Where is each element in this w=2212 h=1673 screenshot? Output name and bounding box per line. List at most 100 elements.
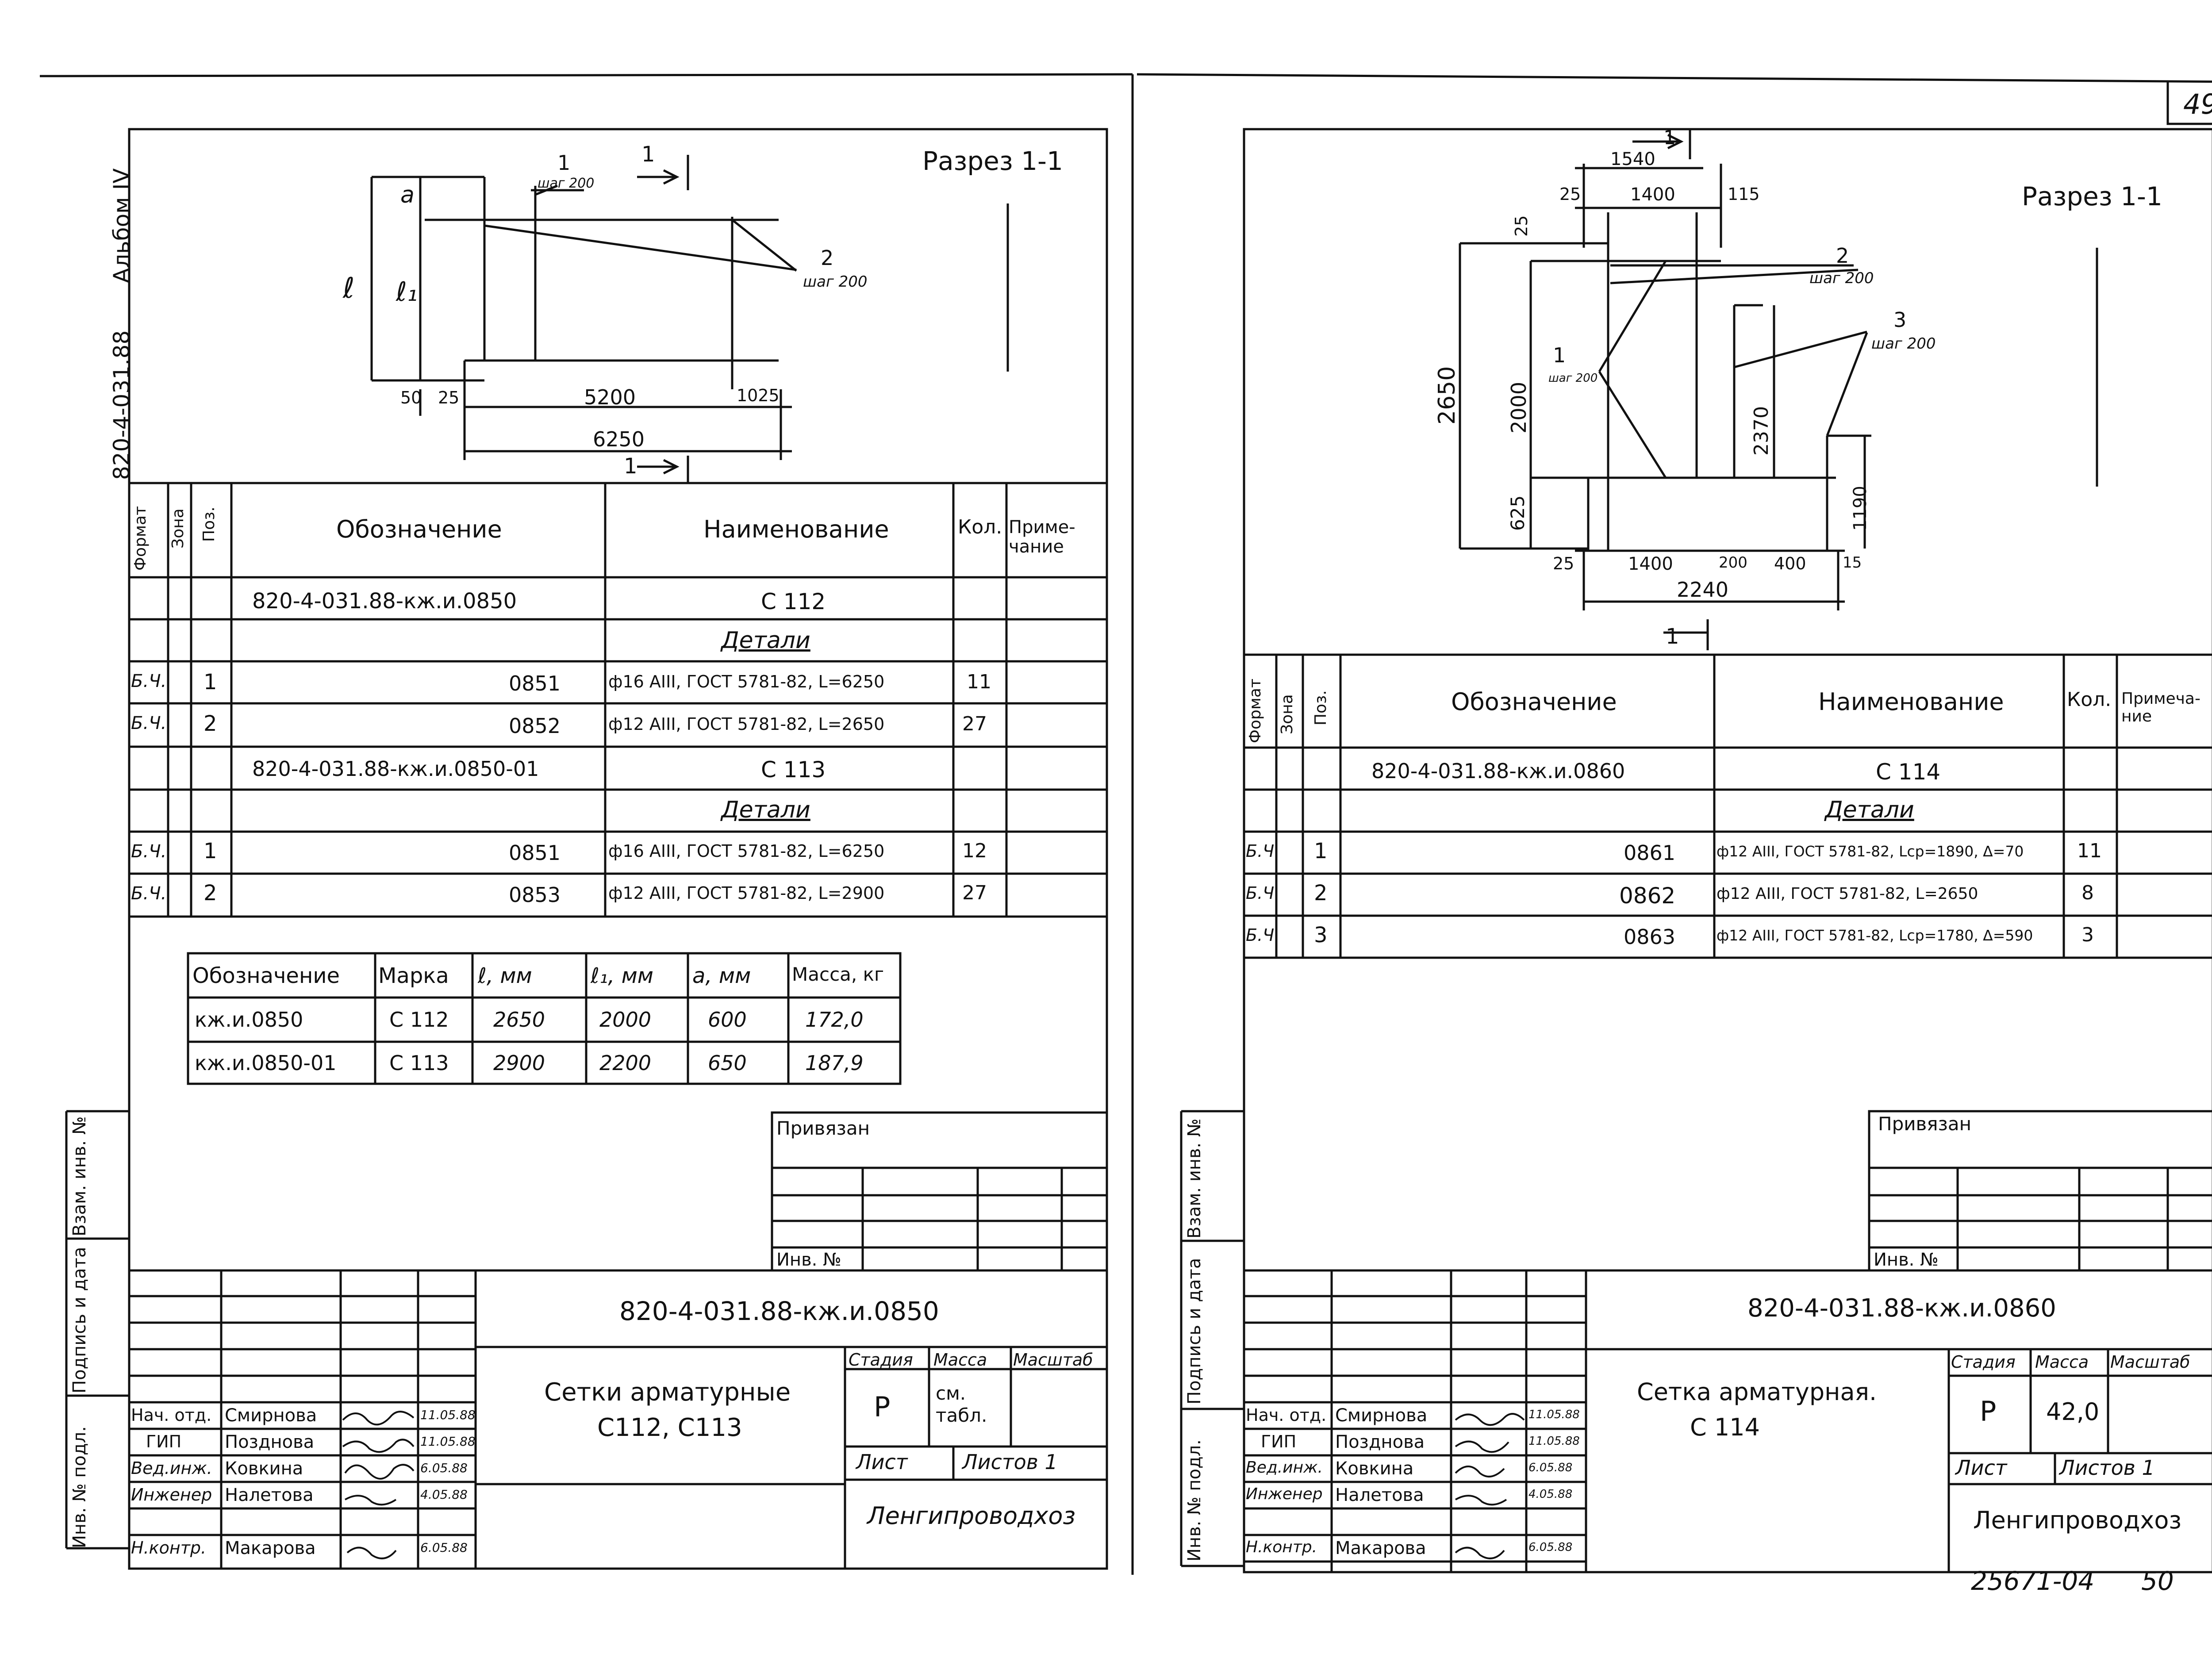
person-name: Ковкина [225,1458,303,1479]
mass-header: Масса [933,1350,987,1370]
spec-row-name: С 113 [761,757,826,783]
pos-2-label: 2 [1836,244,1849,268]
person-role: Нач. отд. [131,1405,212,1425]
dim-2370: 2370 [1750,406,1773,456]
person-date: 6.05.88 [420,1540,468,1555]
mass-hdr: ℓ₁, мм [591,963,654,988]
side-stamp-1: Инв. № подл. [1184,1439,1205,1562]
side-stamp-2: Подпись и дата [69,1247,90,1393]
person-name: Ковкина [1335,1458,1414,1479]
mass-cell: 2200 [599,1051,652,1075]
person-role: Н.контр. [131,1538,207,1558]
hdr-format: Формат [1246,678,1264,743]
hdr-pos: Поз. [1312,690,1330,725]
hdr-qty: Кол. [2067,688,2112,711]
album-label: Альбом IV [109,168,134,283]
archive-number: 25671-04 [1971,1566,2095,1596]
binding-label: Привязан [1878,1113,1972,1135]
mass-cell: С 113 [389,1051,449,1075]
spec-row-name: ф16 АIII, ГОСТ 5781-82, L=6250 [608,672,885,691]
spec-row-name: Детали [721,627,810,654]
hdr-name: Наименование [703,515,889,543]
sheets-count: Листов 1 [2059,1456,2155,1480]
pos-1-label: 1 [557,151,571,175]
person-name: Налетова [225,1485,314,1505]
dim-1400-top: 1400 [1630,184,1675,205]
mass-cell: 2000 [599,1008,652,1032]
spec-row-designation: 0863 [1624,925,1676,949]
spec-row-pos: 1 [1314,839,1328,863]
spec-row-designation: 0851 [509,672,561,695]
spec-row-format: Б.Ч. [131,883,167,904]
spec-row-qty: 11 [967,671,991,693]
spec-row-pos: 2 [1314,881,1328,906]
cut-label-bottom: 1 [1666,624,1679,649]
spec-row-format: Б.Ч. [131,841,167,862]
person-date: 6.05.88 [1528,1461,1573,1474]
spec-row-qty: 3 [2081,924,2094,946]
person-date: 6.05.88 [420,1461,468,1475]
spec-row-name: С 112 [761,589,826,614]
spec-row-name: ф16 АIII, ГОСТ 5781-82, L=6250 [608,841,885,861]
spec-row-qty: 27 [962,882,987,904]
cut-label-bottom: 1 [624,454,637,479]
hdr-designation: Обозначение [336,515,502,543]
person-name: Смирнова [1335,1405,1428,1426]
person-role: Инженер [1246,1485,1323,1503]
spec-row-designation: 0862 [1619,883,1676,909]
person-date: 11.05.88 [1528,1408,1580,1421]
spec-row-name: ф12 АIII, ГОСТ 5781-82, Lср=1780, Δ=590 [1717,927,2033,944]
person-role: ГИП [146,1432,182,1451]
dim-5200: 5200 [584,385,636,409]
sheets-count: Листов 1 [962,1450,1058,1474]
spec-row-pos: 2 [204,881,217,906]
mass-hdr: ℓ, мм [478,963,532,988]
binding-inv: Инв. № [1874,1250,1939,1270]
binding-inv: Инв. № [776,1250,841,1270]
spec-row-designation: 820-4-031.88-кж.и.0860 [1371,759,1625,783]
mass-cell: С 112 [389,1008,449,1032]
spec-row-qty: 11 [2077,840,2102,862]
spec-row-name: ф12 АIII, ГОСТ 5781-82, L=2900 [608,883,885,903]
person-role: Вед.инж. [131,1458,212,1478]
binding-label: Привязан [776,1117,870,1139]
person-date: 4.05.88 [420,1487,468,1502]
person-role: ГИП [1261,1432,1297,1451]
dim-25-vert: 25 [1512,215,1531,237]
mass-cell: 172,0 [805,1008,864,1032]
mass-cell: кж.и.0850-01 [195,1051,337,1075]
mass-cell: 187,9 [805,1051,864,1075]
dim-e: ℓ [343,272,355,305]
spec-row-designation: 0852 [509,714,561,738]
mass-cell: кж.и.0850 [195,1008,303,1032]
person-name: Налетова [1335,1485,1424,1505]
pos-3-label: 3 [1893,308,1907,332]
dim-25: 25 [438,388,460,407]
dim-2650: 2650 [1434,366,1460,425]
hdr-format: Формат [131,506,150,571]
person-role: Н.контр. [1246,1538,1317,1556]
section-title: Разрез 1-1 [922,146,1063,176]
section-title: Разрез 1-1 [2022,181,2162,211]
dim-25-bottom: 25 [1553,554,1575,573]
album-code: 820-4-031.88 [109,330,134,480]
dim-25-top: 25 [1559,184,1581,204]
hdr-note: Примеча-ние [2121,690,2200,725]
spec-row-name: Детали [721,797,810,823]
title-line-1: Сетки арматурные [544,1378,791,1407]
title-line-2: С 114 [1690,1413,1760,1441]
mass-hdr: a, мм [692,963,751,988]
dim-400: 400 [1774,554,1806,573]
spec-row-name: ф12 АIII, ГОСТ 5781-82, L=2650 [608,714,885,734]
spec-row-pos: 2 [204,711,217,736]
pos-1-label: 1 [1553,343,1566,367]
person-name: Макарова [225,1538,316,1558]
pos-2-pitch: шаг 200 [1809,269,1874,287]
stage-header: Стадия [849,1350,913,1370]
spec-row-designation: 820-4-031.88-кж.и.0850-01 [252,757,539,781]
spec-row-qty: 12 [962,840,987,862]
stage-value: Р [1980,1395,1997,1427]
mass-value: см. табл. [936,1382,987,1427]
hdr-zone: Зона [1278,694,1296,734]
dim-e1: ℓ₁ [396,276,418,307]
